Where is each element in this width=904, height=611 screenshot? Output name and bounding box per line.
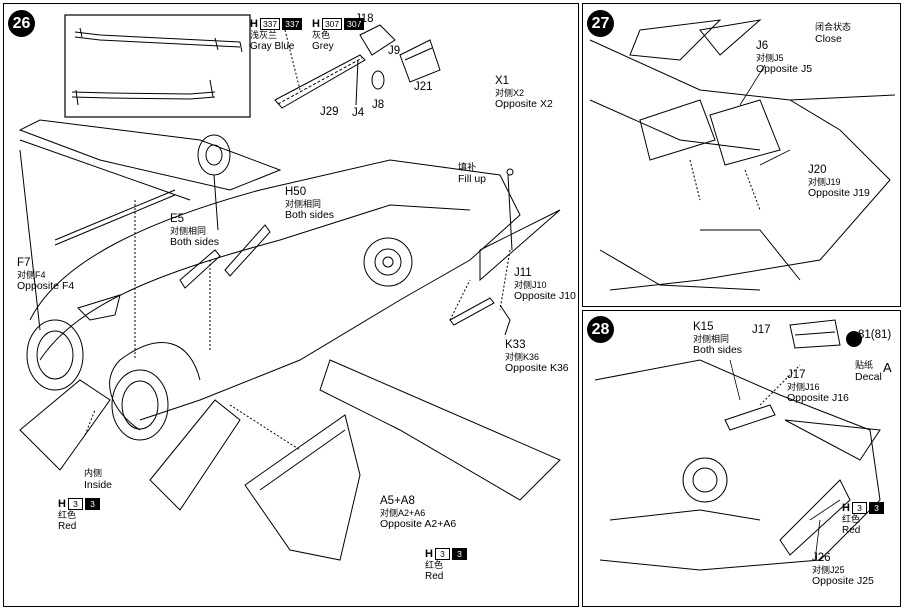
label-j8: J8 <box>372 99 385 111</box>
label-j11: J11 对侧J10 Opposite J10 <box>514 267 576 302</box>
label-decal-text: 贴纸 Decal <box>855 360 882 383</box>
label-fill-up: 填补 Fill up <box>458 162 487 185</box>
label-close: 闭合状态 Close <box>815 22 852 45</box>
step-number-27: 27 <box>587 10 614 37</box>
label-j6: J6 对侧J5 Opposite J5 <box>756 40 813 75</box>
label-j21: J21 <box>414 81 433 93</box>
label-h50: H50 对侧相同 Both sides <box>285 186 335 221</box>
label-inside: 内侧 Inside <box>84 468 113 491</box>
label-j18: J18 <box>355 13 374 25</box>
label-a5-a8: A5+A8 对侧A2+A6 Opposite A2+A6 <box>380 495 457 530</box>
label-j9: J9 <box>388 45 401 57</box>
inset-box <box>64 14 251 118</box>
label-k15: K15 对侧相同 Both sides <box>693 321 743 356</box>
label-decal-letter: A <box>883 360 892 375</box>
label-x1: X1 对侧X2 Opposite X2 <box>495 75 553 110</box>
step-number-28: 28 <box>587 316 614 343</box>
step-number-26: 26 <box>8 10 35 37</box>
step-27-panel <box>582 3 901 307</box>
step-28-panel <box>582 310 901 607</box>
label-f7: F7 对侧F4 Opposite F4 <box>17 257 75 292</box>
label-e5: E5 对侧相同 Both sides <box>170 213 220 248</box>
label-j4: J4 <box>352 107 365 119</box>
decal-marker-icon <box>846 331 862 347</box>
label-j26: J26 对侧J25 Opposite J25 <box>812 552 874 587</box>
label-j20: J20 对侧J19 Opposite J19 <box>808 164 870 199</box>
label-j29: J29 <box>320 106 339 118</box>
label-j17: J17 对侧J16 Opposite J16 <box>787 369 849 404</box>
label-decal: 81(81) <box>858 329 892 341</box>
label-k33: K33 对侧K36 Opposite K36 <box>505 339 569 374</box>
label-j17-inset: J17 <box>752 324 771 336</box>
